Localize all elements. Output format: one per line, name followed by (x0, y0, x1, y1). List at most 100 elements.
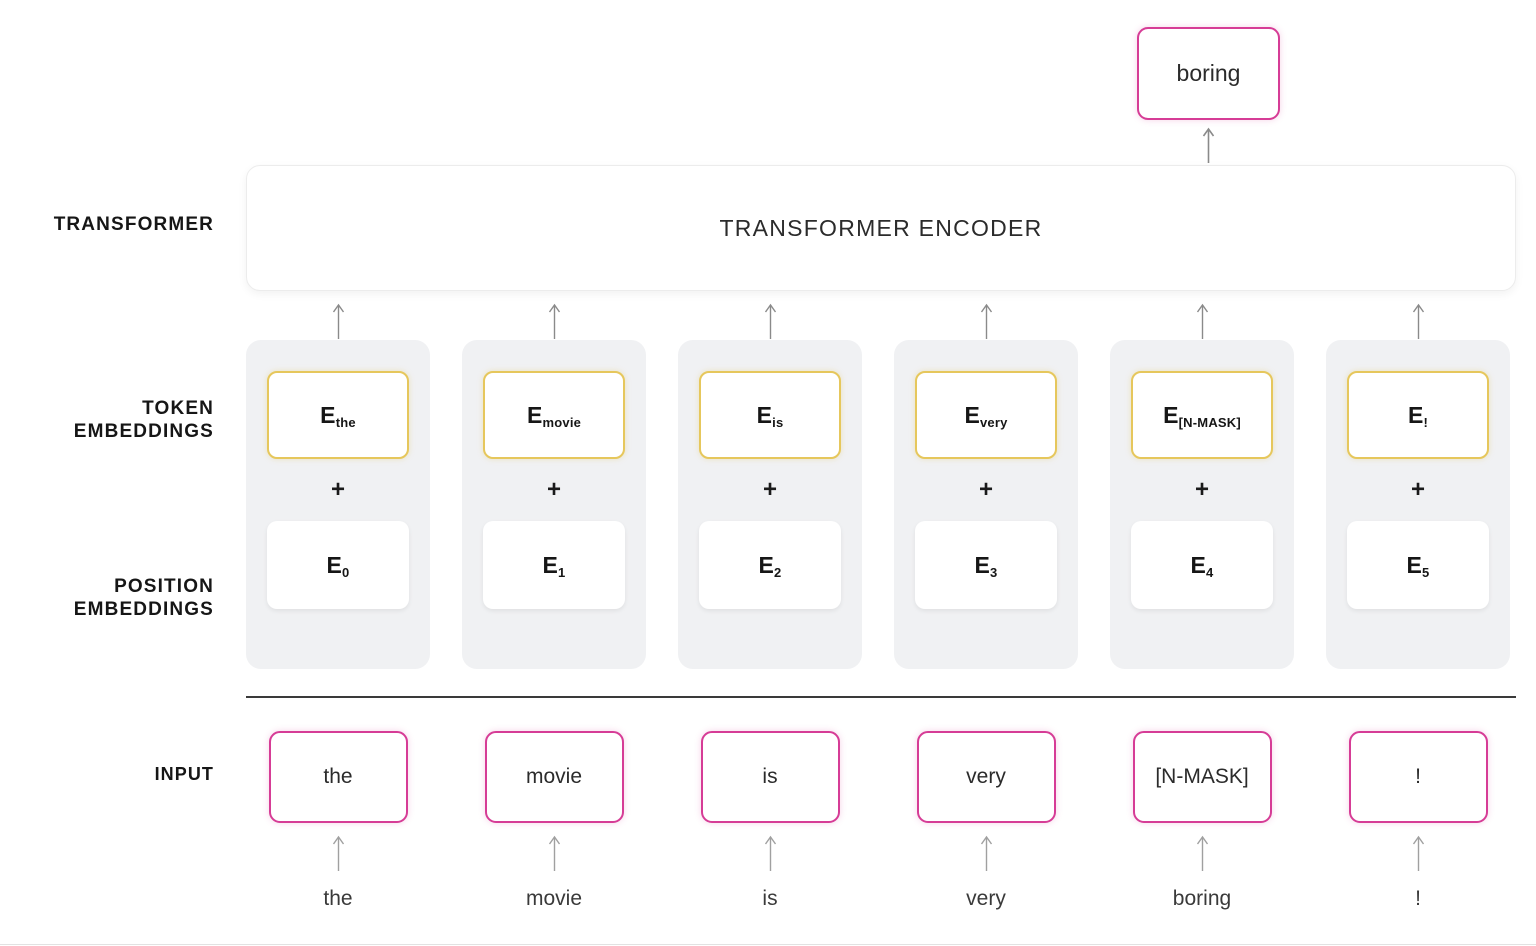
position-embedding-label-0: E0 (326, 551, 350, 580)
input-token-text-1: movie (525, 765, 583, 788)
row-label-transformer-text: TRANSFORMER (53, 214, 214, 235)
position-embedding-label-5: E5 (1406, 551, 1430, 580)
page-bottom-rule (0, 944, 1536, 945)
token-embedding-base-4: E (1163, 401, 1179, 428)
embedding-column-3: Every+E3 (894, 340, 1078, 669)
position-embedding-base-5: E (1406, 551, 1423, 578)
embedding-column-0: Ethe + E0 (246, 340, 430, 669)
input-token-box-3: very (916, 731, 1056, 823)
arrow-word-to-input-3 (980, 835, 993, 871)
position-embedding-sub-0: 0 (342, 564, 350, 580)
input-token-box-1: movie (484, 731, 624, 823)
row-label-token-line2: EMBEDDINGS (73, 421, 214, 443)
transformer-encoder-title: TRANSFORMER ENCODER (719, 214, 1043, 241)
plus-sign-1: + (546, 476, 561, 503)
plus-sign-4: + (1194, 476, 1209, 503)
embedding-column-2: Eis+E2 (678, 340, 862, 669)
arrow-embedding-to-encoder-1 (548, 303, 561, 339)
row-label-input: INPUT (0, 764, 214, 786)
row-label-position-line1: POSITION (114, 576, 214, 597)
position-embedding-box-5: E5 (1347, 521, 1489, 609)
token-embedding-box-5: E! (1347, 371, 1489, 459)
row-label-token-embeddings: TOKEN EMBEDDINGS (0, 397, 214, 443)
embedding-column-4: E[N-MASK]+E4 (1110, 340, 1294, 669)
token-embedding-box-3: Every (915, 371, 1057, 459)
source-word-4: boring (1172, 887, 1232, 910)
arrow-word-to-input-1 (548, 835, 561, 871)
source-word-0: the (323, 887, 353, 910)
token-embedding-sub-5: ! (1423, 414, 1429, 430)
position-embedding-label-4: E4 (1190, 551, 1214, 580)
position-embedding-sub-3: 3 (990, 564, 998, 580)
token-embedding-label-4: E[N-MASK] (1163, 401, 1241, 430)
position-embedding-box-3: E3 (915, 521, 1057, 609)
plus-sign-3: + (978, 476, 993, 503)
position-embedding-base-4: E (1190, 551, 1207, 578)
token-embedding-base-1: E (526, 401, 543, 428)
token-embedding-sub-4: [N-MASK] (1178, 414, 1241, 430)
source-word-5: ! (1415, 887, 1421, 910)
row-label-position-embeddings: POSITION EMBEDDINGS (0, 575, 214, 621)
plus-sign-5: + (1410, 476, 1425, 503)
arrow-encoder-to-output (1202, 127, 1215, 163)
position-embedding-sub-2: 2 (774, 564, 782, 580)
input-token-box-0: the (268, 731, 408, 823)
position-embedding-sub-1: 1 (558, 564, 566, 580)
arrow-embedding-to-encoder-0 (332, 303, 345, 339)
position-embedding-box-4: E4 (1131, 521, 1273, 609)
token-embedding-label-2: Eis (756, 401, 784, 430)
section-divider (246, 696, 1516, 698)
arrow-embedding-to-encoder-3 (980, 303, 993, 339)
input-token-box-5: ! (1348, 731, 1488, 823)
token-embedding-label-3: Every (964, 401, 1007, 430)
position-embedding-base-1: E (542, 551, 559, 578)
output-prediction-text: boring (1176, 60, 1241, 86)
source-word-2: is (762, 887, 778, 910)
position-embedding-box-0: E0 (267, 521, 409, 609)
arrow-embedding-to-encoder-2 (764, 303, 777, 339)
output-prediction-box: boring (1137, 27, 1280, 120)
position-embedding-label-3: E3 (974, 551, 998, 580)
token-embedding-label-1: Emovie (526, 401, 582, 430)
plus-sign-0: + (330, 476, 345, 503)
source-word-1: movie (525, 887, 583, 910)
token-embedding-box-1: Emovie (483, 371, 625, 459)
position-embedding-sub-5: 5 (1422, 564, 1430, 580)
token-embedding-label-5: E! (1407, 401, 1429, 430)
arrow-word-to-input-2 (764, 835, 777, 871)
arrow-word-to-input-5 (1412, 835, 1425, 871)
transformer-encoder-block: TRANSFORMER ENCODER (246, 165, 1516, 291)
token-embedding-box-4: E[N-MASK] (1131, 371, 1273, 459)
arrow-embedding-to-encoder-4 (1196, 303, 1209, 339)
token-embedding-box-2: Eis (699, 371, 841, 459)
plus-sign-2: + (762, 476, 777, 503)
position-embedding-sub-4: 4 (1206, 564, 1214, 580)
input-token-text-4: [N-MASK] (1155, 765, 1249, 788)
token-embedding-sub-1: movie (542, 414, 582, 430)
token-embedding-base-3: E (964, 401, 980, 428)
token-embedding-label-0: Ethe (320, 402, 356, 430)
token-embedding-base-2: E (756, 401, 773, 428)
token-embedding-box-0: Ethe (267, 371, 409, 459)
row-label-input-text: INPUT (154, 764, 214, 784)
position-embedding-label-2: E2 (759, 552, 782, 580)
position-embedding-base-0: E (326, 551, 343, 578)
input-token-text-2: is (762, 765, 778, 788)
position-embedding-base-3: E (974, 551, 991, 578)
input-token-box-4: [N-MASK] (1132, 731, 1272, 823)
position-embedding-box-1: E1 (483, 521, 625, 609)
embedding-column-5: E!+E5 (1326, 340, 1510, 669)
input-token-text-0: the (323, 765, 353, 788)
position-embedding-box-2: E2 (699, 521, 841, 609)
token-embedding-sub-2: is (772, 414, 784, 430)
arrow-embedding-to-encoder-5 (1412, 303, 1425, 339)
arrow-word-to-input-0 (332, 835, 345, 871)
input-token-box-2: is (700, 731, 840, 823)
token-embedding-base-5: E (1407, 401, 1424, 428)
input-token-text-5: ! (1415, 765, 1421, 788)
source-word-3: very (966, 887, 1006, 910)
token-embedding-sub-0: the (335, 414, 356, 430)
input-token-text-3: very (966, 765, 1006, 788)
row-label-position-line2: EMBEDDINGS (73, 599, 214, 621)
